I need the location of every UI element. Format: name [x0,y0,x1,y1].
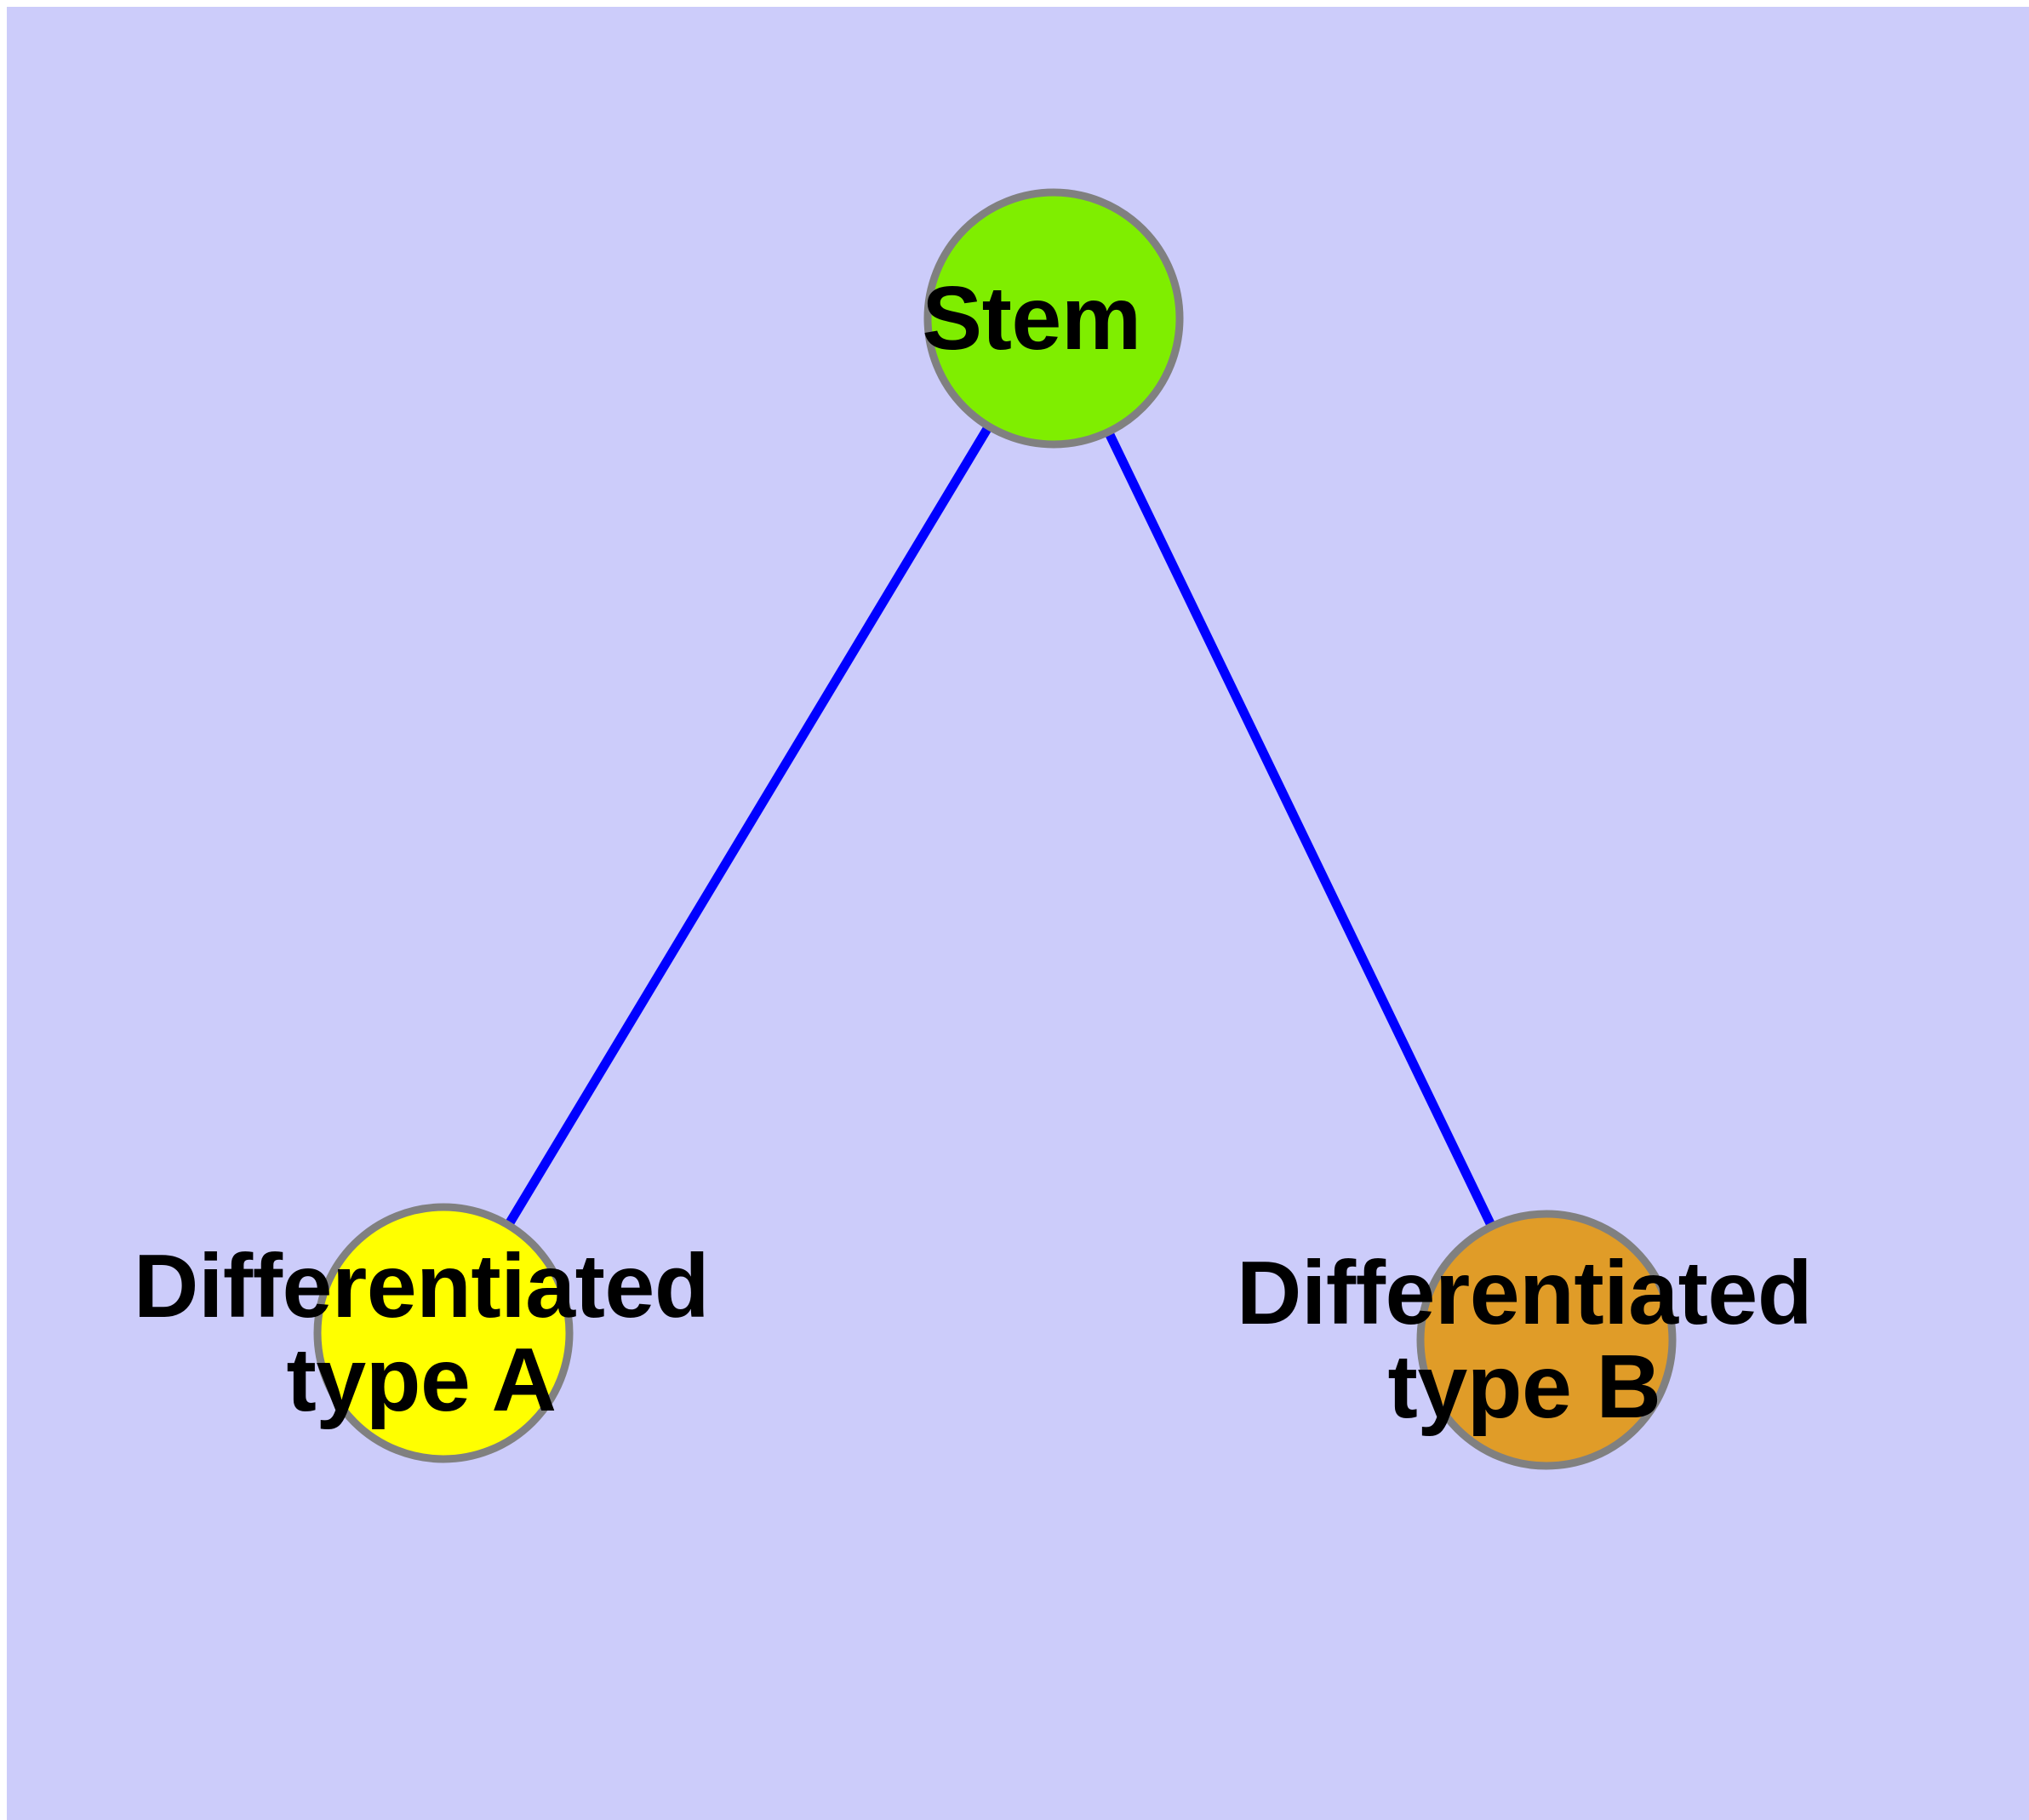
node-differentiated-type-a[interactable] [313,1203,574,1463]
node-stem[interactable] [923,188,1184,449]
node-differentiated-type-b[interactable] [1416,1210,1677,1470]
edge-stem-to-differentiated-a [503,422,994,1229]
edge-stem-to-differentiated-b [1103,428,1497,1230]
edge-group [503,422,1497,1230]
node-group [313,188,1677,1470]
